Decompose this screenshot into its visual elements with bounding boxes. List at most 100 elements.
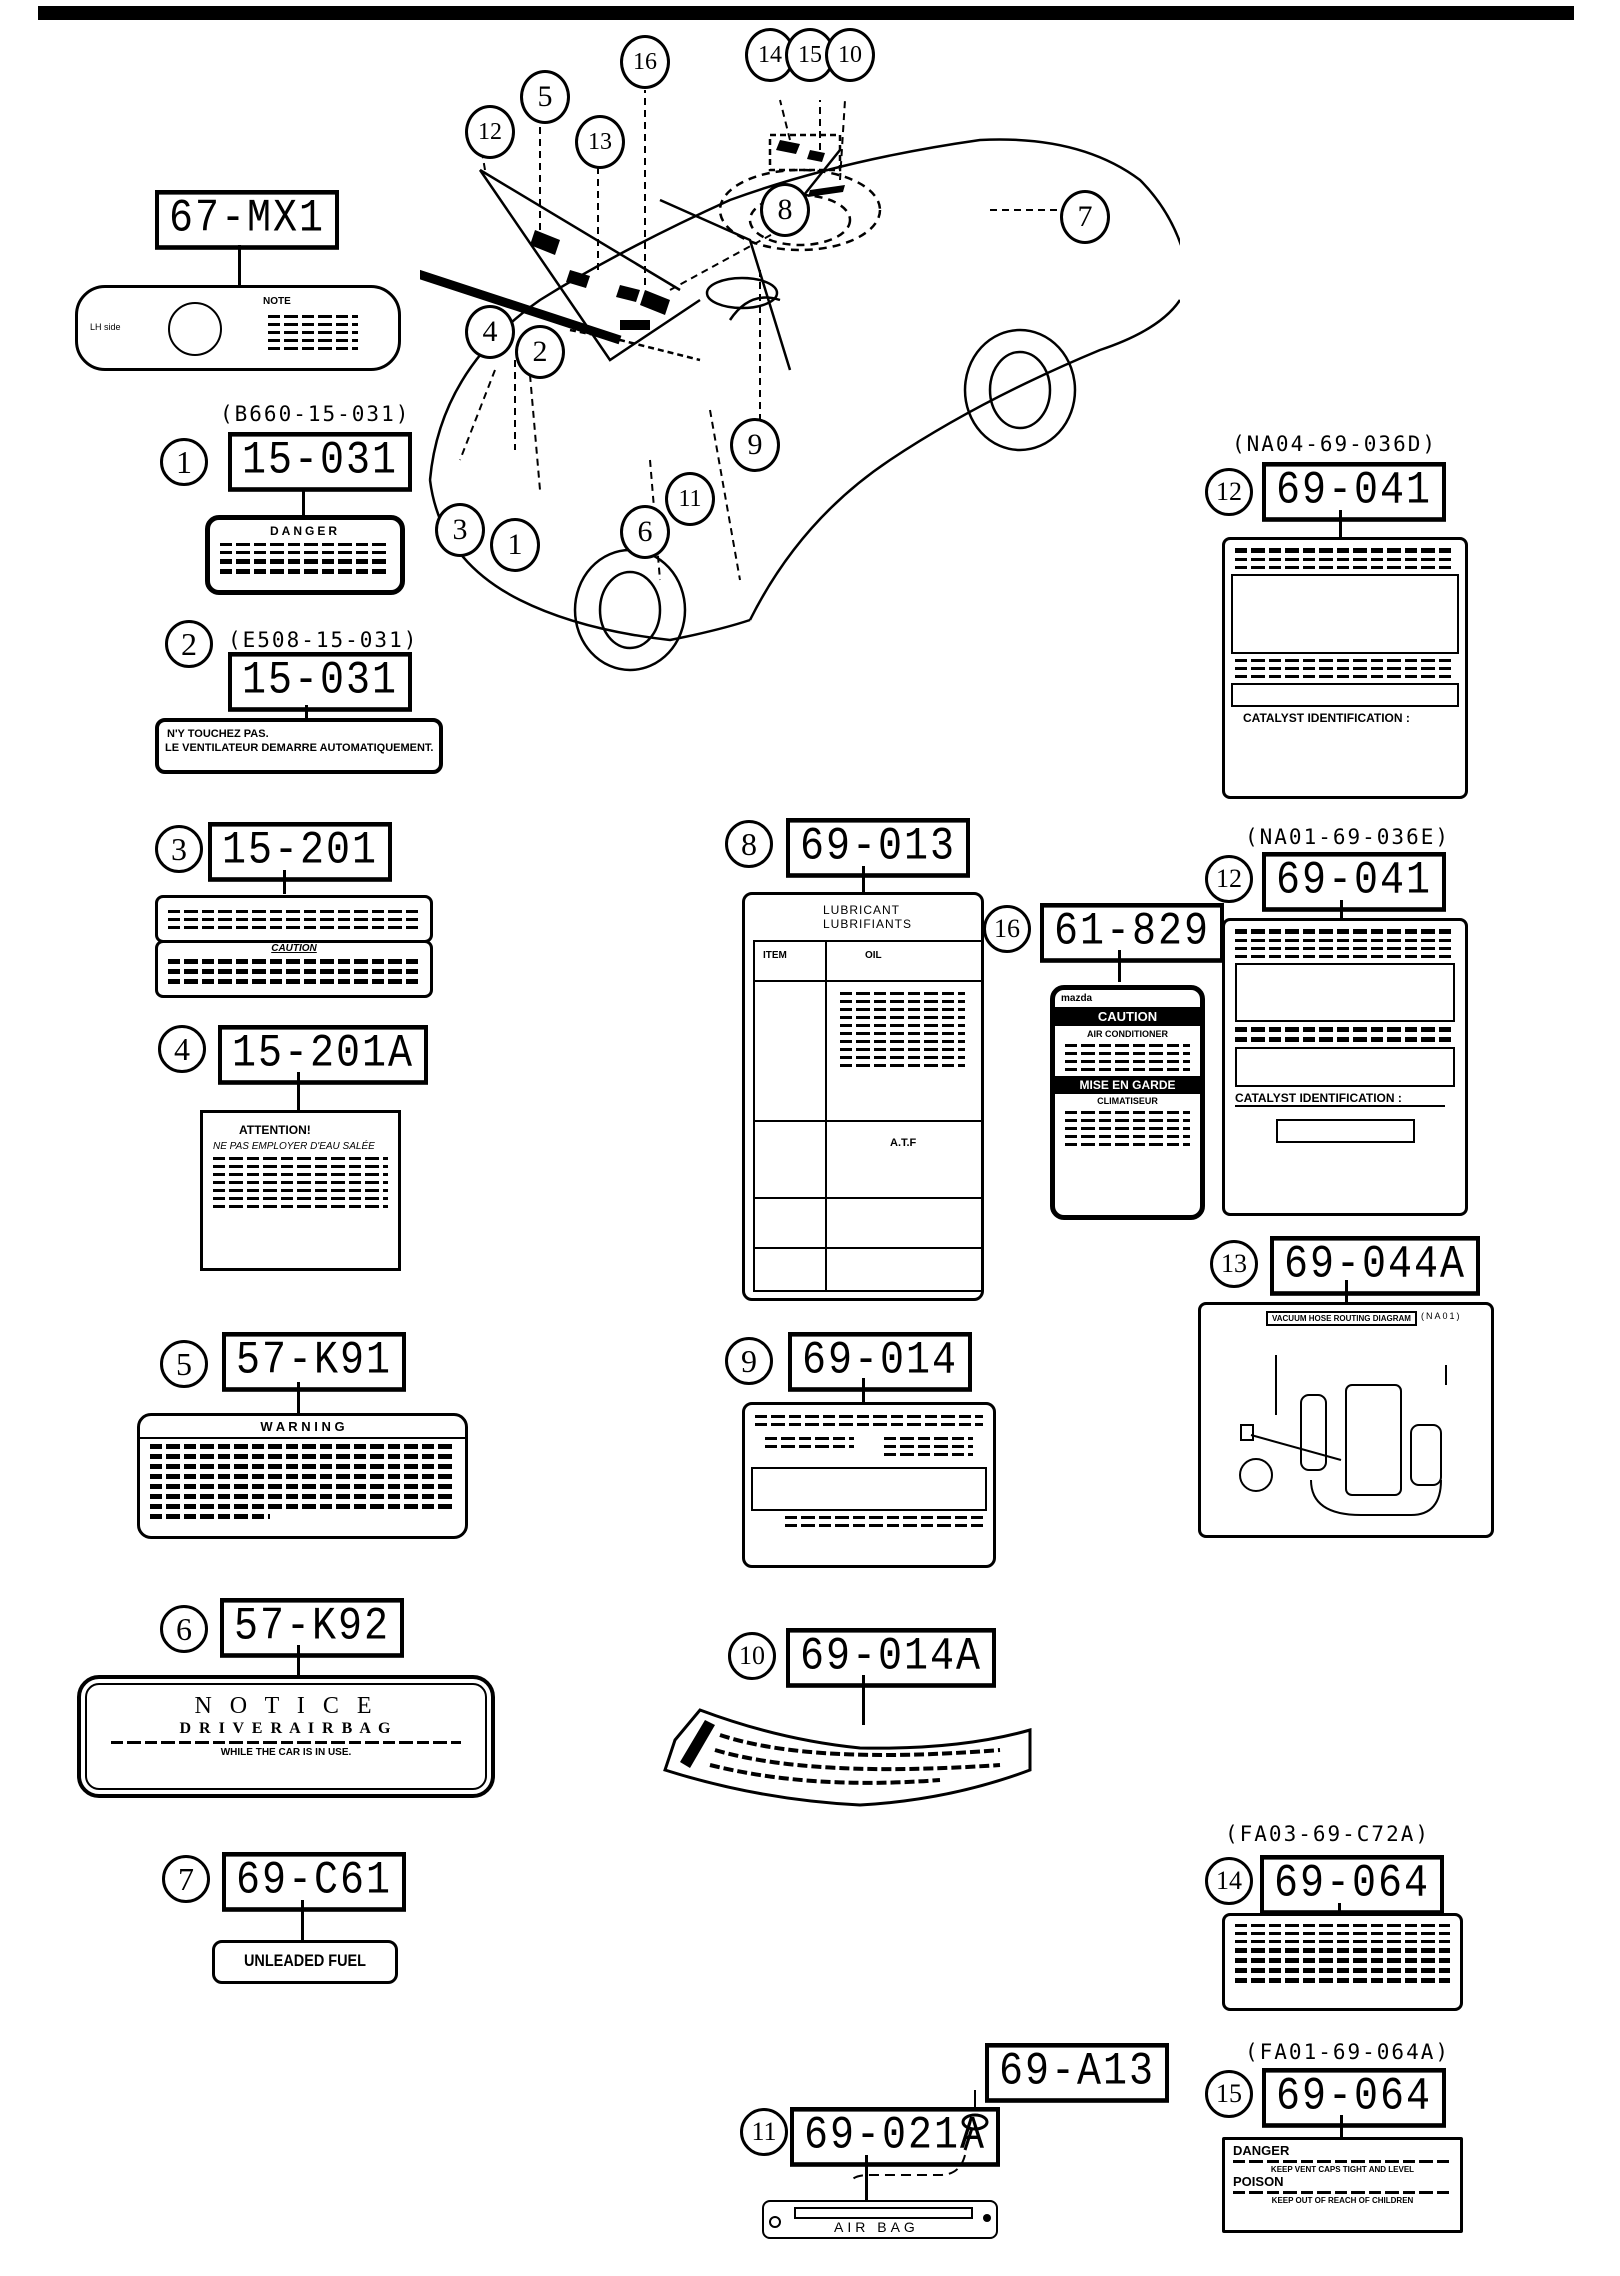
- alt-part-number: (FA03-69-C72A): [1225, 1822, 1431, 1846]
- atf-cell: A.T.F: [890, 1137, 917, 1149]
- callout-4: 4: [465, 305, 515, 359]
- part-number-69-a13: 69-A13: [985, 2043, 1170, 2103]
- leader-line: [297, 1645, 300, 1675]
- label-body: NE PAS EMPLOYER D'EAU SALÉE: [213, 1141, 375, 1152]
- part-number-69-041: 69-041: [1262, 852, 1447, 912]
- label-side-text: LH side: [90, 322, 121, 332]
- callout-10: 10: [825, 28, 875, 82]
- alt-part-number: (E508-15-031): [228, 628, 419, 652]
- part-number-15-031: 15-031: [228, 652, 413, 712]
- steering-wheel-icon: [168, 302, 222, 356]
- callout-number: 9: [725, 1337, 773, 1385]
- part-number-69-c61: 69-C61: [222, 1852, 407, 1912]
- label-warning: W A R N I N G: [137, 1413, 468, 1539]
- callout-8: 8: [760, 183, 810, 237]
- part-number-69-064: 69-064: [1262, 2068, 1447, 2128]
- part-number-69-064: 69-064: [1260, 1855, 1445, 1915]
- label-title: DANGER: [269, 524, 340, 538]
- top-rule: [38, 6, 1574, 20]
- callout-number: 7: [162, 1855, 210, 1903]
- column-oil: OIL: [865, 950, 882, 961]
- label-subtitle: D R I V E R A I R B A G: [179, 1720, 393, 1737]
- leader-line: [1338, 1903, 1341, 1915]
- part-number-67-mx1: 67-MX1: [155, 190, 340, 250]
- part-number-57-k91: 57-K91: [222, 1332, 407, 1392]
- part-number-61-829: 61-829: [1040, 903, 1225, 963]
- danger-heading: DANGER: [1233, 2143, 1290, 2158]
- part-number-57-k92: 57-K92: [220, 1598, 405, 1658]
- callout-5: 5: [520, 70, 570, 124]
- alt-part-number: (NA04-69-036D): [1232, 432, 1438, 456]
- climatiseur-title: CLIMATISEUR: [1097, 1096, 1158, 1106]
- catalyst-identification: CATALYST IDENTIFICATION :: [1243, 711, 1410, 725]
- label-text: AIR BAG: [834, 2219, 919, 2235]
- callout-16: 16: [620, 35, 670, 89]
- callout-number: 12: [1205, 468, 1253, 516]
- label-unleaded-fuel: UNLEADED FUEL ONLY: [212, 1940, 398, 1984]
- leader-line: [283, 870, 286, 894]
- rivet-hole-left: [769, 2216, 781, 2228]
- callout-7: 7: [1060, 190, 1110, 244]
- callout-number: 5: [160, 1340, 208, 1388]
- callout-9: 9: [730, 418, 780, 472]
- poison-heading: POISON: [1233, 2174, 1284, 2189]
- part-number-69-013: 69-013: [786, 818, 971, 878]
- part-number-69-044a: 69-044A: [1270, 1236, 1481, 1296]
- label-title: ATTENTION!: [239, 1123, 311, 1137]
- label-caution-top: [155, 895, 433, 943]
- label-67-mx1: LH side NOTE: [75, 285, 401, 371]
- callout-number: 16: [983, 905, 1031, 953]
- leader-line: [302, 490, 305, 518]
- leader-line: [862, 866, 865, 902]
- callout-number: 14: [1205, 1857, 1253, 1905]
- vent-caps-text: KEEP VENT CAPS TIGHT AND LEVEL: [1270, 2165, 1415, 2174]
- label-caution-bottom: CAUTION: [155, 940, 433, 998]
- callout-number: 10: [728, 1632, 776, 1680]
- label-danger: DANGER: [205, 515, 405, 595]
- label-footer: WHILE THE CAR IS IN USE.: [220, 1747, 352, 1758]
- part-number-69-041: 69-041: [1262, 462, 1447, 522]
- label-notice: N O T I C E D R I V E R A I R B A G WHIL…: [77, 1675, 495, 1798]
- callout-number: 2: [165, 620, 213, 668]
- leader-line: [1345, 1280, 1348, 1304]
- label-vacuum-hose-diagram: VACUUM HOSE ROUTING DIAGRAM (NA01): [1198, 1302, 1494, 1538]
- caution-banner: CAUTION: [1055, 1007, 1200, 1026]
- callout-13: 13: [575, 115, 625, 169]
- ac-title: AIR CONDITIONER: [1087, 1029, 1168, 1039]
- leader-line: [1340, 2115, 1343, 2140]
- label-line-2: LE VENTILATEUR DEMARRE AUTOMATIQUEMENT.: [165, 742, 434, 754]
- callout-number: 15: [1205, 2070, 1253, 2118]
- callout-11: 11: [665, 472, 715, 526]
- leader-line: [297, 1072, 300, 1112]
- air-bag-slot: [794, 2207, 973, 2219]
- part-number-69-014a: 69-014A: [786, 1628, 997, 1688]
- callout-1: 1: [490, 518, 540, 572]
- label-title-2: LUBRIFIANTS: [823, 917, 913, 931]
- catalyst-identification: CATALYST IDENTIFICATION :: [1235, 1091, 1445, 1107]
- callout-number: 8: [725, 820, 773, 868]
- leader-line: [305, 705, 308, 719]
- leader-line: [1118, 950, 1121, 982]
- label-title: W A R N I N G: [140, 1416, 465, 1439]
- part-number-15-201: 15-201: [208, 822, 393, 882]
- column-item: ITEM: [763, 950, 787, 961]
- label-lubricant: LUBRICANT LUBRIFIANTS ITEM OIL A.T.F: [742, 892, 984, 1301]
- leader-line: [1340, 900, 1343, 920]
- callout-number: 11: [740, 2108, 788, 2156]
- label-attention: ATTENTION! NE PAS EMPLOYER D'EAU SALÉE: [200, 1110, 401, 1271]
- label-code: (NA01): [1421, 1311, 1462, 1321]
- leader-line: [865, 2155, 868, 2200]
- callout-number: 3: [155, 825, 203, 873]
- part-number-15-031: 15-031: [228, 432, 413, 492]
- label-emission-control-b: CATALYST IDENTIFICATION :: [1222, 918, 1468, 1216]
- leader-line: [238, 245, 241, 287]
- callout-number: 13: [1210, 1240, 1258, 1288]
- label-emission-control-a: CATALYST IDENTIFICATION :: [1222, 537, 1468, 799]
- leader-line: [862, 1378, 865, 1404]
- alt-part-number: (B660-15-031): [220, 402, 411, 426]
- callout-number: 6: [160, 1605, 208, 1653]
- label-title: NOTE: [263, 296, 291, 307]
- clip-connector: [850, 2090, 989, 2180]
- label-ac-caution: mazda CAUTION AIR CONDITIONER MISE EN GA…: [1050, 985, 1205, 1220]
- label-title: N O T I C E: [194, 1693, 378, 1719]
